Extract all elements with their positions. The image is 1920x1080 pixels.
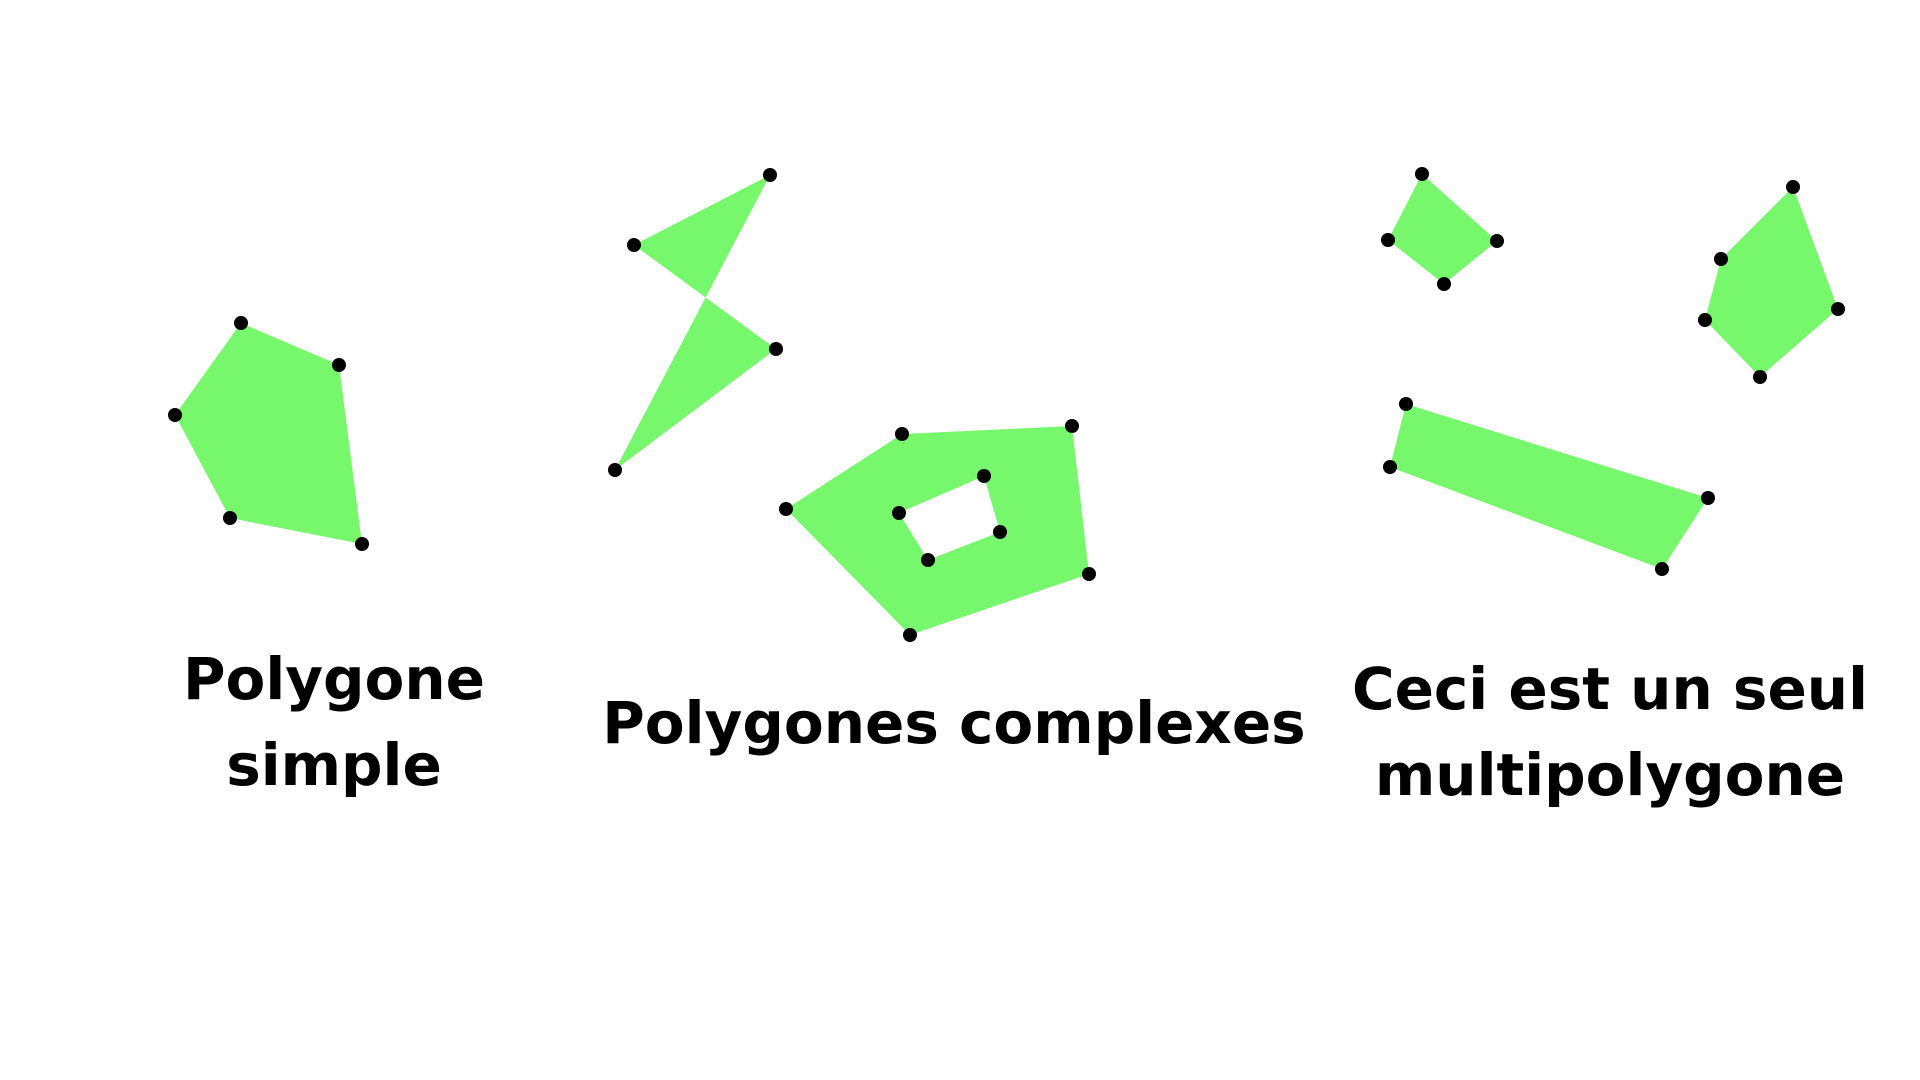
self-intersecting-polygon-vertices <box>608 168 783 477</box>
caption-line: simple <box>226 731 442 799</box>
vertex <box>779 502 793 516</box>
vertex <box>1437 277 1451 291</box>
multipolygon-part-diamond <box>1388 174 1497 284</box>
vertex <box>1381 233 1395 247</box>
caption-complex-polygons: Polygones complexes <box>594 680 1314 766</box>
vertex <box>1415 167 1429 181</box>
vertex <box>332 358 346 372</box>
polygon-with-hole <box>786 426 1089 635</box>
self-intersecting-polygon <box>615 175 776 470</box>
vertex <box>1786 180 1800 194</box>
vertex <box>1655 562 1669 576</box>
caption-line: Polygones complexes <box>602 689 1306 757</box>
vertex <box>1831 302 1845 316</box>
vertex <box>1399 397 1413 411</box>
simple-polygon <box>175 323 362 544</box>
vertex <box>1701 491 1715 505</box>
vertex <box>993 525 1007 539</box>
vertex <box>903 628 917 642</box>
vertex <box>1383 460 1397 474</box>
vertex <box>168 408 182 422</box>
multipolygon-part-kite <box>1705 187 1838 377</box>
vertex <box>977 469 991 483</box>
caption-multipolygon: Ceci est un seul multipolygone <box>1340 646 1880 818</box>
multipolygon-vertices <box>1381 167 1845 576</box>
self-intersecting-polygon-group <box>608 168 783 477</box>
vertex <box>769 342 783 356</box>
multipolygon-part-bar <box>1390 404 1708 569</box>
vertex <box>921 553 935 567</box>
caption-line: Ceci est un seul <box>1352 655 1868 723</box>
simple-polygon-vertices <box>168 316 369 551</box>
vertex <box>627 238 641 252</box>
vertex <box>1082 567 1096 581</box>
vertex <box>234 316 248 330</box>
vertex <box>763 168 777 182</box>
polygon-with-hole-vertices <box>779 419 1096 642</box>
vertex <box>895 427 909 441</box>
simple-polygon-group <box>168 316 369 551</box>
vertex <box>355 537 369 551</box>
vertex <box>223 511 237 525</box>
caption-line: multipolygone <box>1374 741 1846 809</box>
vertex <box>608 463 622 477</box>
caption-simple-polygon: Polygone simple <box>134 636 534 808</box>
vertex <box>1490 234 1504 248</box>
multipolygon-group <box>1381 167 1845 576</box>
vertex <box>1714 252 1728 266</box>
caption-line: Polygone <box>182 645 486 713</box>
vertex <box>1065 419 1079 433</box>
vertex <box>1753 370 1767 384</box>
polygon-with-hole-group <box>779 419 1096 642</box>
vertex <box>1698 313 1712 327</box>
vertex <box>892 506 906 520</box>
